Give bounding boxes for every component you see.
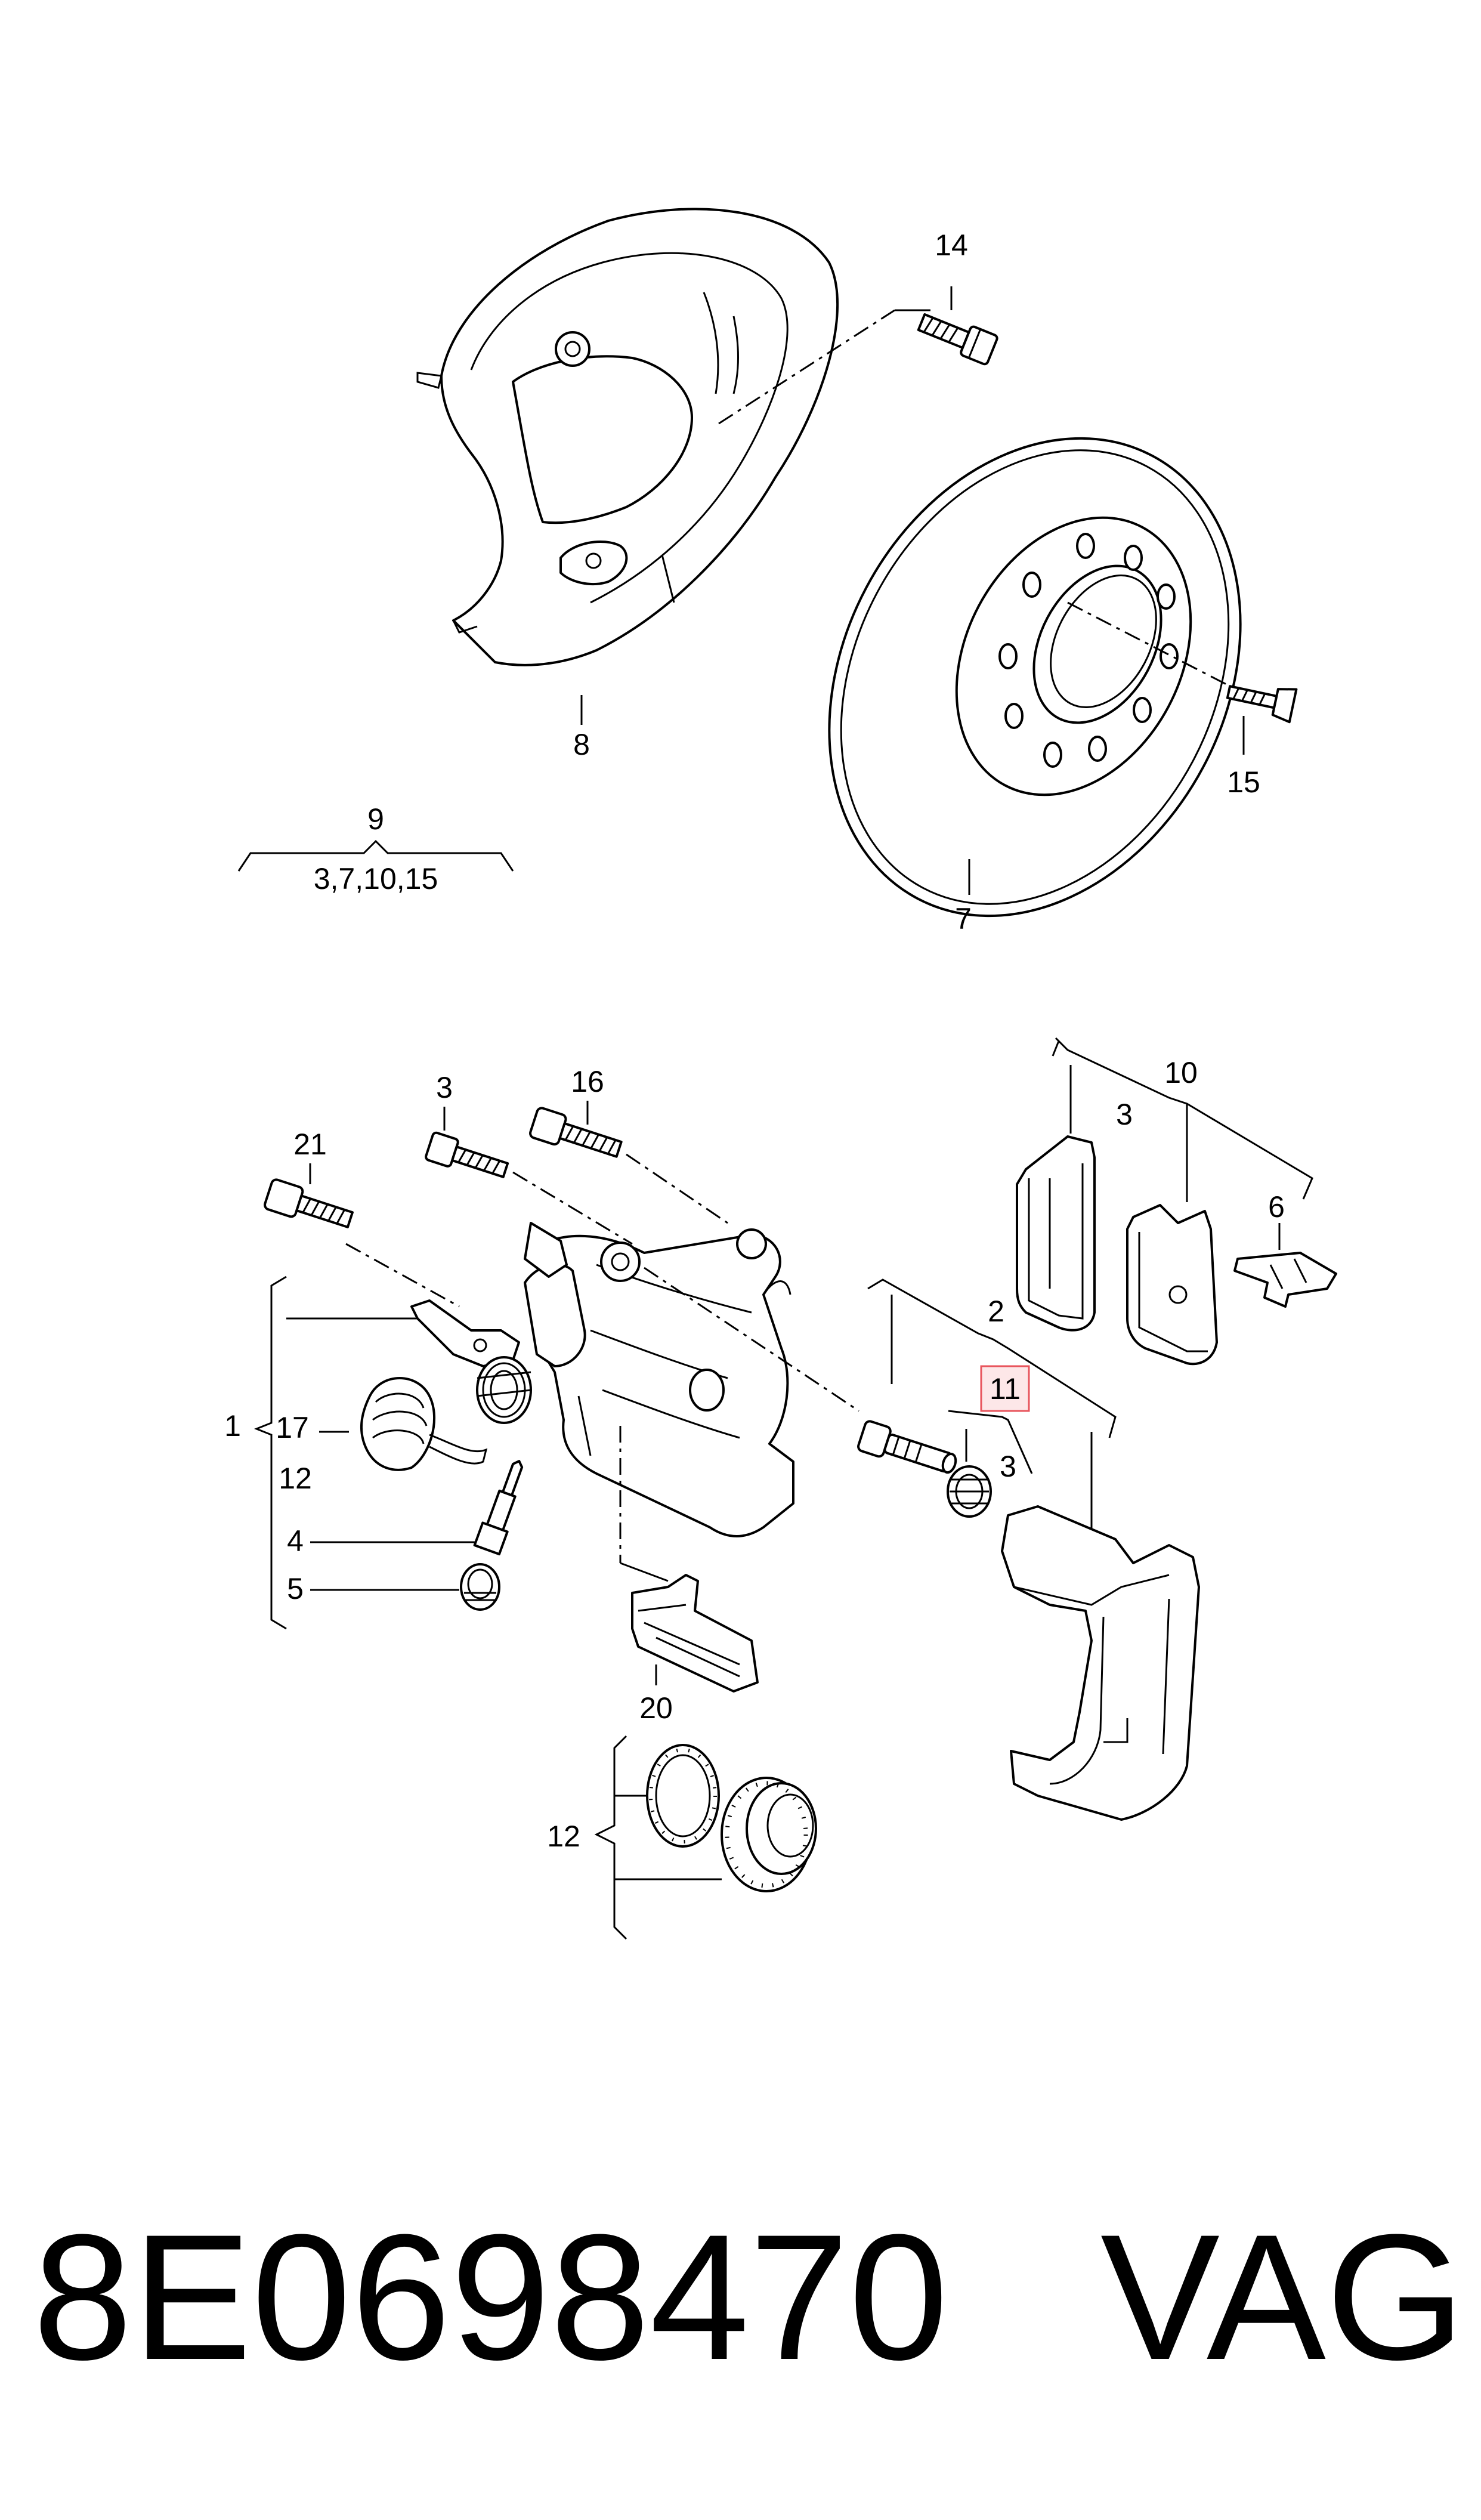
leader-dash-3 <box>512 1171 633 1245</box>
callout-2: 2 <box>988 1295 1004 1328</box>
bolt-part-3 <box>425 1131 509 1178</box>
callout-9-sub: 3,7,10,15 <box>314 862 438 895</box>
bracket-1 <box>253 1276 287 1630</box>
callout-3-pads: 3 <box>1116 1098 1133 1131</box>
spring-clip-part-6 <box>1233 1252 1337 1308</box>
guide-pin-part-3 <box>857 1420 957 1474</box>
bolt-part-16 <box>529 1107 623 1158</box>
callout-3-top: 3 <box>436 1071 453 1104</box>
leader-dash-14 <box>718 309 895 425</box>
leader-dash-21 <box>345 1243 460 1308</box>
bracket-9 <box>237 839 514 872</box>
callout-4: 4 <box>287 1524 304 1558</box>
callout-17: 17 <box>276 1411 309 1444</box>
callout-12-upper: 12 <box>279 1462 312 1495</box>
callout-3-guide: 3 <box>1000 1450 1016 1483</box>
callout-20: 20 <box>639 1691 673 1725</box>
bracket-10 <box>1055 1037 1313 1200</box>
bolt-part-21 <box>264 1178 354 1228</box>
bleeder-valve-part-4 <box>473 1460 524 1556</box>
brake-pad-outer <box>1126 1204 1218 1366</box>
caliper-carrier <box>1001 1505 1200 1821</box>
callout-1: 1 <box>224 1409 241 1443</box>
part-number: 8E0698470 <box>33 2197 948 2397</box>
callout-14: 14 <box>935 228 968 262</box>
bolt-part-14 <box>917 313 998 366</box>
guide-plate-part-20 <box>631 1574 759 1693</box>
bracket-2 <box>867 1278 1117 1438</box>
piston-seal <box>646 1744 720 1848</box>
callout-10: 10 <box>1164 1056 1198 1089</box>
callout-8: 8 <box>573 728 590 761</box>
bracket-12 <box>594 1735 627 1940</box>
handbrake-lever <box>410 1222 568 1367</box>
callout-15: 15 <box>1227 765 1260 799</box>
dust-cap-part-5 <box>460 1563 500 1611</box>
screw-part-15 <box>1226 685 1298 724</box>
brake-pad-inner <box>1016 1135 1096 1332</box>
brake-disc-part-7 <box>828 437 1242 918</box>
callout-9: 9 <box>367 802 384 836</box>
spring-part-17 <box>360 1377 488 1471</box>
brand-name: VAG <box>1100 2197 1465 2397</box>
leader-10a <box>1052 1040 1060 1057</box>
callout-21: 21 <box>293 1128 327 1161</box>
dust-shield-part-8 <box>416 208 839 666</box>
callout-11-highlight: 11 <box>980 1365 1030 1412</box>
brake-caliper-part-1 <box>524 1228 794 1537</box>
callout-12-lower: 12 <box>547 1820 580 1853</box>
callout-5: 5 <box>287 1572 304 1605</box>
guide-bushing <box>947 1465 992 1518</box>
leader-dash-16 <box>626 1153 728 1224</box>
leader-20a <box>620 1562 669 1582</box>
piston-dust-boot <box>721 1777 817 1892</box>
disc-bolt-holes <box>998 533 1179 768</box>
callout-11: 11 <box>990 1372 1021 1406</box>
callout-16: 16 <box>571 1065 604 1098</box>
callout-7: 7 <box>955 902 972 935</box>
callout-6: 6 <box>1268 1190 1285 1224</box>
bracket-11 <box>948 1410 1033 1474</box>
caliper-spring <box>476 1356 532 1424</box>
leader-dash-2 <box>644 1267 859 1412</box>
